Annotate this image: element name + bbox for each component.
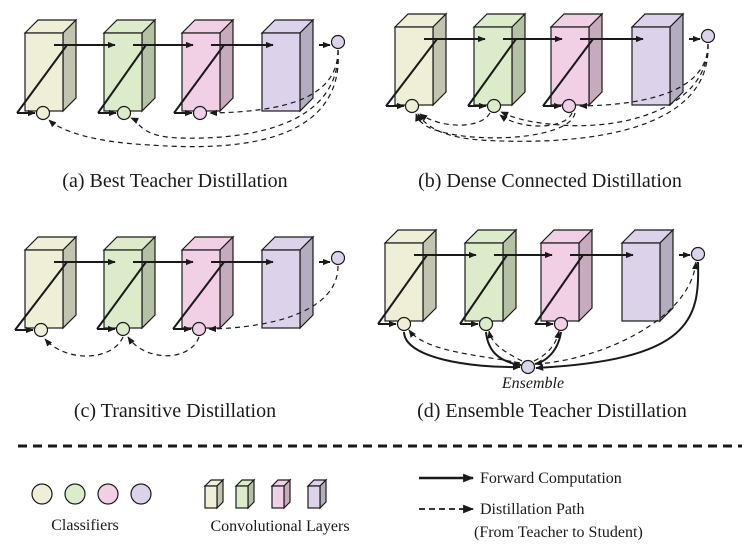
legend-conv-layer-3 (270, 478, 292, 510)
branch-line-b-3 (542, 38, 594, 107)
ensemble-in-teacher (535, 261, 700, 371)
branch-line-d-3 (534, 254, 584, 325)
branch-line-a-2 (97, 44, 147, 114)
distill-a-to-3 (209, 49, 339, 117)
classifier-b-3 (561, 98, 577, 114)
ensemble-out-1 (408, 329, 521, 364)
panel-b (385, 12, 716, 142)
distill-c-t-3 (208, 265, 339, 333)
legend-distill-label: Distillation Path (480, 501, 584, 518)
caption-c: (c) Transitive Distillation (74, 400, 276, 422)
branch-line-c-3 (172, 261, 225, 330)
branch-line-c-1 (14, 261, 68, 331)
classifier-b-2 (486, 98, 502, 114)
legend-classifier-3 (97, 483, 119, 505)
legend-conv-layer-4 (306, 478, 328, 510)
classifier-b-1 (404, 98, 420, 114)
conv-layer-a-2 (102, 18, 157, 113)
conv-layer-a-3 (180, 18, 235, 113)
classifier-d-teacher (690, 246, 706, 262)
ensemble-out-2 (487, 330, 523, 362)
conv-layer-d-3 (539, 228, 594, 323)
distill-a-to-1 (48, 49, 339, 148)
distill-b-3-1 (415, 112, 576, 139)
legend-classifier-1 (31, 483, 53, 505)
classifier-b-teacher (700, 28, 716, 44)
legend-forward-label: Forward Computation (480, 470, 622, 487)
conv-layer-c-4 (260, 235, 315, 330)
distill-b-2-1 (419, 112, 491, 126)
distill-b-3-2 (499, 112, 573, 127)
conv-layer-b-2 (472, 12, 527, 107)
conv-layer-a-4 (260, 18, 315, 113)
legend-classifier-4 (130, 483, 152, 505)
legend-distill-note: (From Teacher to Student) (474, 524, 643, 541)
classifier-a-3 (192, 105, 208, 121)
conv-layer-d-4 (620, 228, 675, 323)
classifier-c-1 (33, 322, 49, 338)
branch-line-d-2 (459, 254, 508, 325)
legend-conv-layer-1 (203, 478, 225, 510)
panels (14, 12, 716, 375)
classifier-d-1 (396, 316, 412, 332)
ensemble-in-2 (485, 331, 522, 368)
classifier-d-3 (553, 316, 569, 332)
ensemble-out-3 (533, 330, 561, 362)
legend-classifier-2 (64, 483, 86, 505)
classifier-c-2 (115, 321, 131, 337)
branch-line-b-2 (467, 38, 517, 107)
conv-layer-a-1 (23, 18, 78, 113)
panel-d (377, 228, 706, 375)
distill-c-2-1 (44, 336, 124, 357)
ensemble-node (520, 359, 536, 375)
distill-a-to-2 (130, 49, 339, 139)
classifier-c-teacher (330, 250, 346, 266)
legend-conv-layers-label: Convolutional Layers (210, 518, 349, 535)
caption-d: (d) Ensemble Teacher Distillation (417, 400, 687, 422)
classifier-a-1 (35, 105, 51, 121)
branch-line-c-2 (96, 261, 147, 330)
conv-layer-c-1 (23, 235, 78, 330)
panel-c (14, 235, 346, 357)
branch-line-a-1 (16, 44, 68, 114)
legend (31, 473, 475, 514)
conv-layer-d-2 (463, 228, 518, 323)
ensemble-label: Ensemble (501, 375, 564, 392)
distill-b-t-3 (579, 43, 709, 110)
branch-line-b-1 (385, 38, 438, 107)
panel-a (16, 18, 346, 148)
ensemble-out-teacher (535, 261, 699, 365)
branch-line-d-1 (377, 254, 428, 325)
conv-layer-b-1 (393, 12, 448, 107)
conv-layer-d-1 (383, 228, 438, 323)
classifier-a-teacher (330, 34, 346, 50)
classifier-a-2 (116, 105, 132, 121)
legend-conv-layer-2 (234, 478, 256, 510)
caption-b: (b) Dense Connected Distillation (418, 170, 682, 192)
classifier-c-3 (191, 321, 207, 337)
ensemble-in-3 (534, 331, 562, 366)
conv-layer-b-4 (630, 12, 685, 107)
branch-line-a-3 (173, 44, 225, 114)
distill-b-t-2 (500, 43, 709, 127)
classifier-d-2 (478, 316, 494, 332)
ensemble-in-1 (403, 331, 521, 371)
conv-layer-c-2 (102, 235, 157, 330)
distill-b-t-1 (417, 43, 709, 142)
distill-c-3-2 (127, 336, 200, 357)
caption-a: (a) Best Teacher Distillation (62, 170, 287, 192)
legend-classifiers-label: Classifiers (51, 517, 119, 534)
